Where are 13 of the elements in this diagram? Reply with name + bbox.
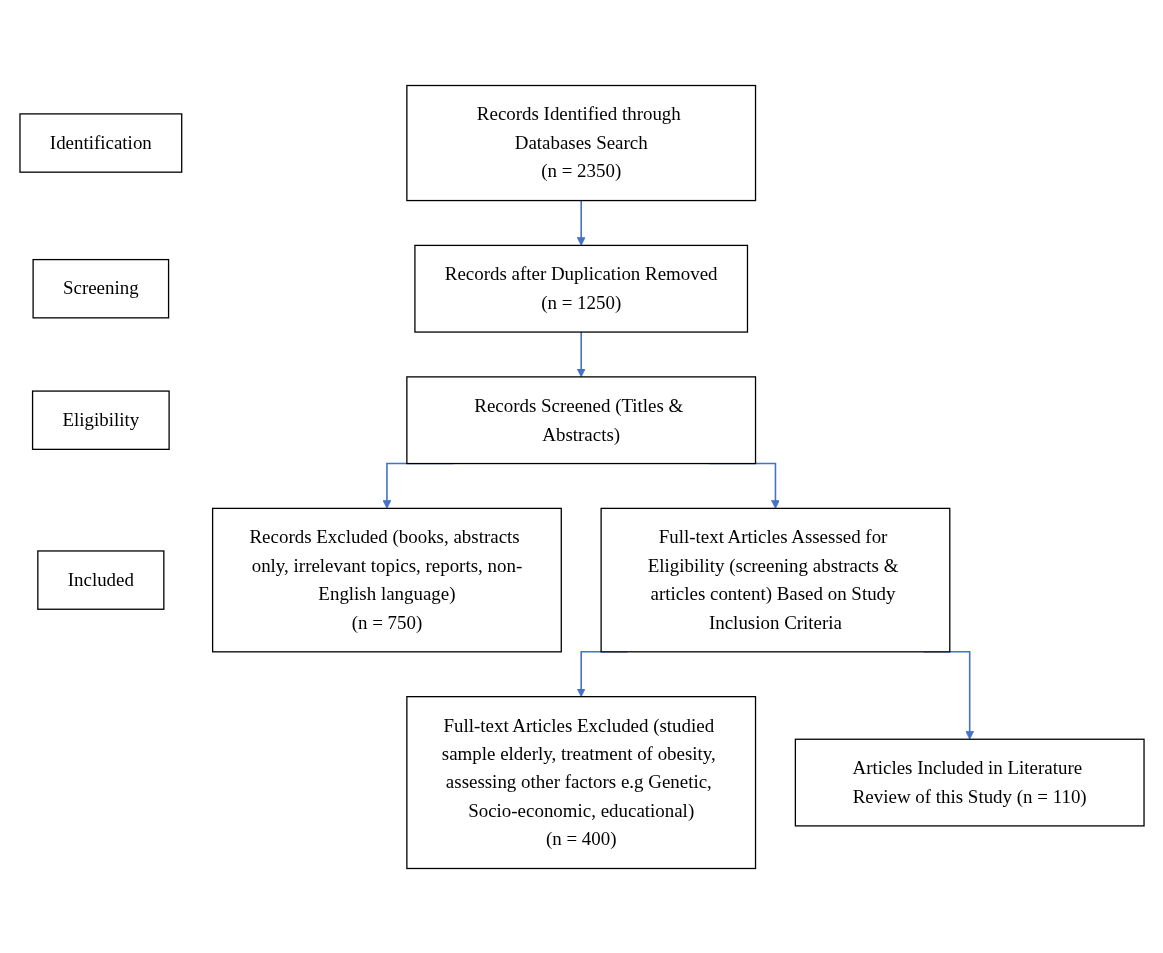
node-box: Full-text Articles Excluded (studied sample elderly, treatment of obesity, assessing other factors e.g Genetic, Socio-economic, educational) (n = 400) bbox=[405, 695, 756, 869]
node-box: Records Screened (Titles & Abstracts) bbox=[405, 375, 756, 464]
arrow bbox=[576, 199, 586, 246]
node-box: Full-text Articles Assessed for Eligibility (screening abstracts & articles content) Based on Study Inclusion Criteria bbox=[599, 507, 950, 652]
node-box: Screening bbox=[31, 258, 169, 318]
node-box: Included bbox=[36, 549, 164, 610]
node-box: Records after Duplication Removed (n = 1250) bbox=[413, 244, 748, 333]
arrow bbox=[576, 330, 586, 377]
node-box: Records Identified through Databases Search (n = 2350) bbox=[405, 84, 756, 201]
node-box: Records Excluded (books, abstracts only, irrelevant topics, reports, non-English language) (n = 750) bbox=[211, 507, 562, 652]
node-box: Articles Included in Literature Review of this Study (n = 110) bbox=[794, 738, 1145, 827]
node-box: Identification bbox=[18, 112, 182, 173]
node-box: Eligibility bbox=[31, 389, 170, 450]
